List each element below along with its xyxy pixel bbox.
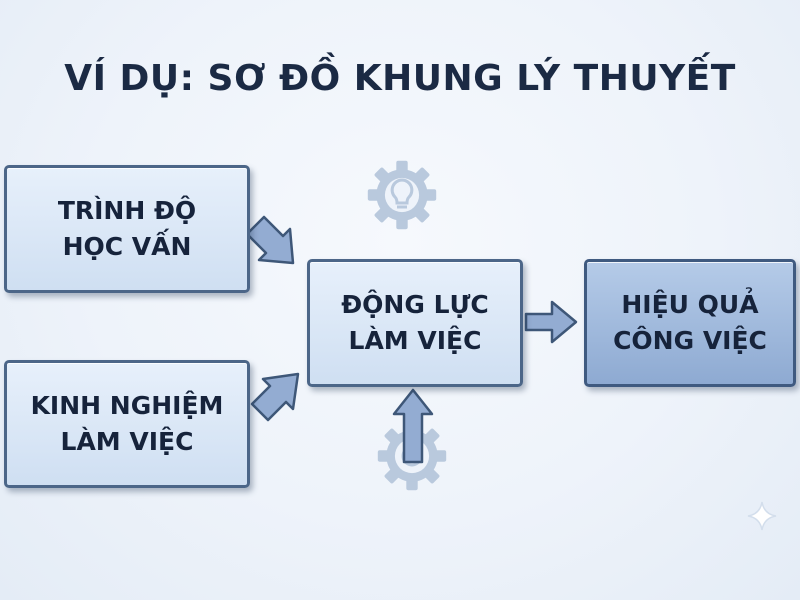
- arrow-motivation-to-performance: [524, 300, 578, 344]
- node-motivation: ĐỘNG LỰC LÀM VIỆC: [307, 259, 523, 387]
- arrow-experience-to-motivation: [250, 372, 300, 422]
- node-performance: HIỆU QUẢ CÔNG VIỆC: [584, 259, 796, 387]
- node-education: TRÌNH ĐỘ HỌC VẤN: [4, 165, 250, 293]
- node-motivation-label: ĐỘNG LỰC LÀM VIỆC: [341, 289, 489, 355]
- diagram-title: VÍ DỤ: SƠ ĐỒ KHUNG LÝ THUYẾT: [64, 58, 736, 99]
- arrow-education-to-motivation: [245, 215, 295, 265]
- arrow-up-to-motivation: [392, 388, 434, 464]
- lightbulb-gear-icon: [367, 160, 437, 230]
- node-performance-label: HIỆU QUẢ CÔNG VIỆC: [613, 289, 767, 355]
- node-experience-label: KINH NGHIỆM LÀM VIỆC: [30, 390, 224, 456]
- node-education-label: TRÌNH ĐỘ HỌC VẤN: [57, 195, 197, 261]
- node-experience: KINH NGHIỆM LÀM VIỆC: [4, 360, 250, 488]
- sparkle-icon: [747, 501, 777, 531]
